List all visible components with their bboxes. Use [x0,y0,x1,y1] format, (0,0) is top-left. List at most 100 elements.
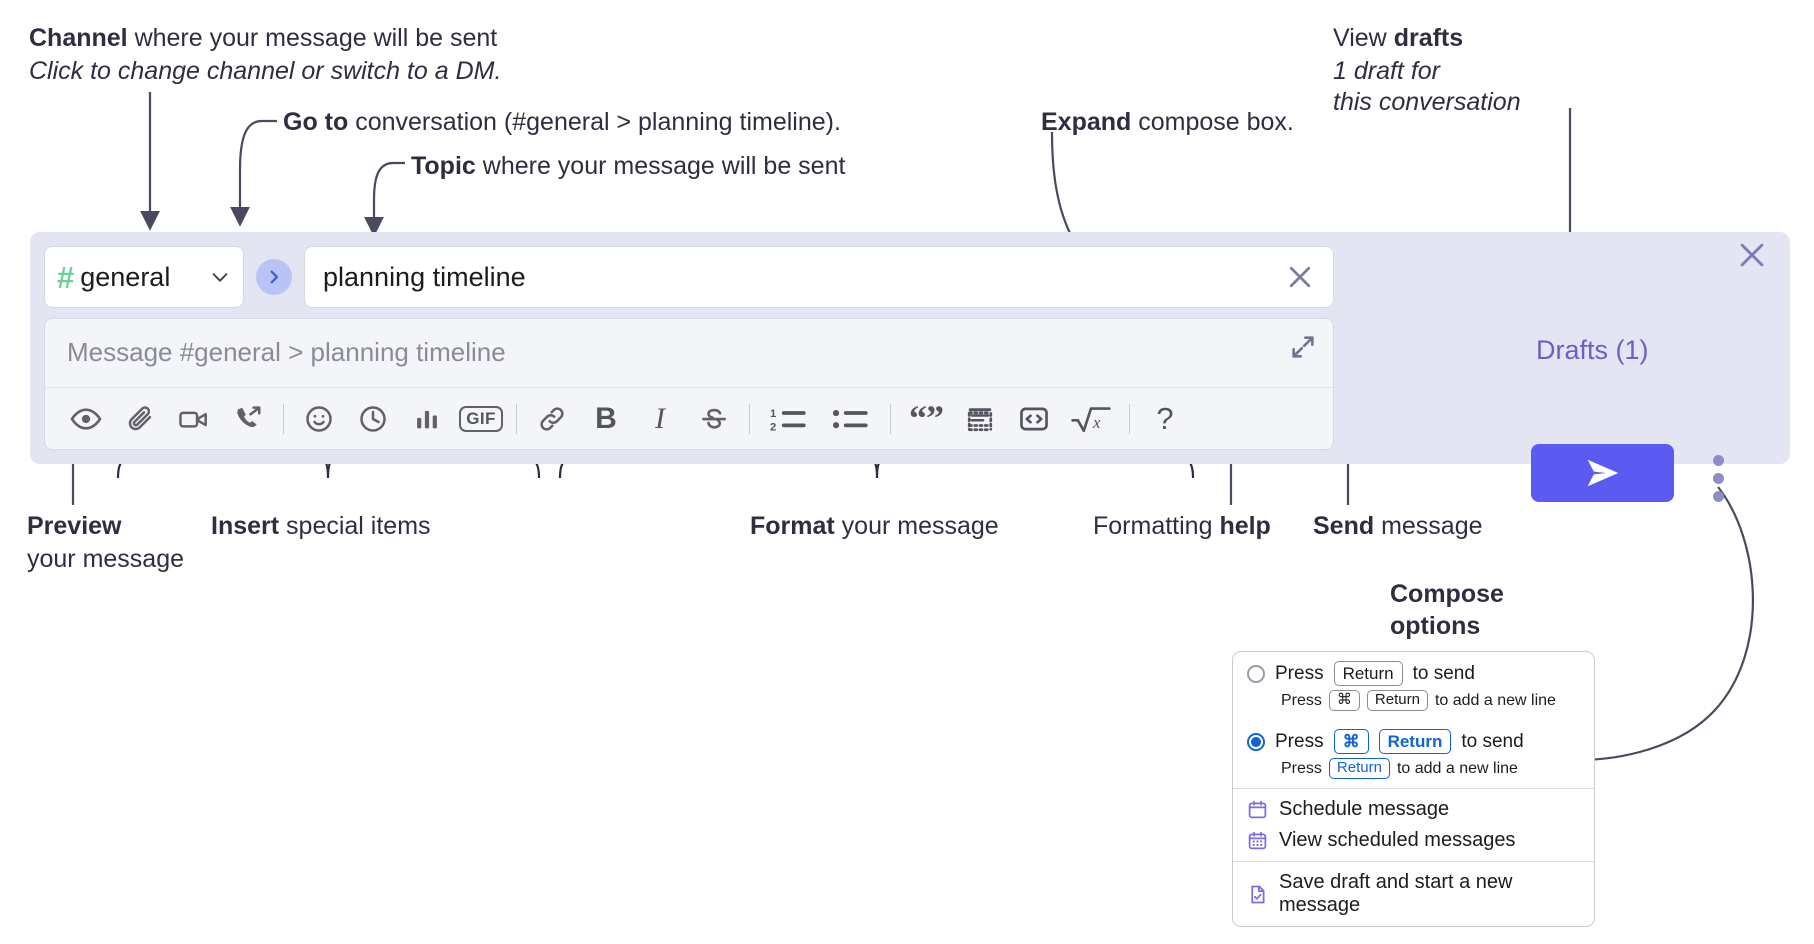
menu-divider [1233,861,1594,862]
code-block-button[interactable] [953,396,1007,442]
option1-sub-tail: to add a new line [1434,691,1556,709]
smiley-icon [304,404,334,434]
annotation-insert: Insert special items [211,510,431,542]
menu-divider [1233,788,1594,789]
menu-item-save-draft[interactable]: Save draft and start a new message [1233,862,1594,926]
link-button[interactable] [525,396,579,442]
bulleted-list-button[interactable] [820,396,882,442]
option2-tail: to send [1461,730,1524,752]
separator-4 [890,403,891,434]
ordered-list-icon: 1 2 [770,404,808,434]
option1-sub-press: Press [1281,691,1322,709]
annotation-compose-options-l1: Compose [1390,580,1504,608]
menu-item-schedule-message[interactable]: Schedule message [1233,789,1594,825]
annotation-channel-italic: Click to change channel or switch to a D… [29,57,502,85]
radio-selected[interactable] [1247,732,1265,751]
key-return: Return [1328,758,1390,779]
option2-sub-press: Press [1281,759,1322,777]
audio-clip-button[interactable] [221,396,275,442]
annotation-drafts-bold: drafts [1393,24,1464,52]
send-option-return-hint: Press ⌘ Return to add a new line [1233,688,1594,720]
radio-unselected[interactable] [1247,664,1265,683]
annotation-preview: Preview [27,510,122,542]
blockquote-button[interactable]: “” [899,396,953,442]
gif-button[interactable]: GIF [454,396,508,442]
svg-text:2: 2 [770,421,776,433]
menu-item-label: Schedule message [1279,798,1450,820]
separator-5 [1129,403,1130,434]
italic-icon: I [655,401,665,435]
annotation-compose-options: Compose [1390,578,1504,610]
annotation-drafts-line3: this conversation [1333,88,1521,116]
bulleted-list-icon [832,404,870,434]
compose-options-button[interactable] [1713,455,1724,502]
drafts-link[interactable]: Drafts (1) [1536,335,1649,365]
kebab-dot [1713,455,1724,466]
annotation-compose-options-l2: options [1390,610,1480,642]
close-compose-button[interactable] [1735,238,1769,272]
close-icon[interactable] [1281,258,1319,296]
key-command: ⌘ [1333,729,1369,755]
annotation-channel-sub: Click to change channel or switch to a D… [29,55,501,87]
bold-button[interactable]: B [579,396,633,442]
calendar-grid-icon [1247,830,1268,851]
strikethrough-icon [699,404,729,434]
separator-2 [516,403,517,434]
send-icon [1580,456,1626,490]
menu-item-label: View scheduled messages [1279,829,1516,851]
separator-1 [283,403,284,434]
quote-icon: “” [909,397,944,438]
video-clip-button[interactable] [167,396,221,442]
annotation-drafts-line2: 1 draft for [1333,57,1440,85]
option1-tail: to send [1412,662,1475,684]
annotation-help-bold: help [1219,512,1271,540]
annotation-topic-bold: Topic [411,152,476,180]
topic-field[interactable]: planning timeline [304,246,1334,308]
option2-sub-tail: to add a new line [1396,759,1518,777]
annotation-channel-rest: where your message will be sent [127,24,498,52]
menu-item-view-scheduled[interactable]: View scheduled messages [1233,825,1594,861]
expand-icon[interactable] [1289,333,1317,361]
poll-button[interactable] [400,396,454,442]
math-button[interactable]: x [1061,396,1121,442]
bold-icon: B [595,401,617,435]
paperclip-icon [125,404,155,434]
italic-button[interactable]: I [633,396,687,442]
annotation-channel: Channel where your message will be sent [29,22,497,54]
calendar-icon [1247,799,1268,820]
key-command: ⌘ [1328,690,1360,711]
ordered-list-button[interactable]: 1 2 [758,396,820,442]
option1-press: Press [1275,662,1324,684]
preview-button[interactable] [59,396,113,442]
annotation-format: Format your message [750,510,999,542]
compose-inner: # general planning timeline Message #gen… [44,246,1334,450]
math-sqrt-icon: x [1070,403,1112,435]
emoji-button[interactable] [292,396,346,442]
annotation-drafts-plain: View [1333,24,1394,52]
annotation-insert-rest: special items [279,512,431,540]
strikethrough-button[interactable] [687,396,741,442]
message-input-box[interactable]: Message #general > planning timeline [44,318,1334,450]
reminder-button[interactable] [346,396,400,442]
send-option-cmd-return[interactable]: Press ⌘ Return to send [1233,720,1594,756]
chevron-down-icon [209,266,231,288]
annotation-preview-bold: Preview [27,512,122,540]
code-button[interactable] [1007,396,1061,442]
annotation-goto-bold: Go to [283,108,349,136]
annotation-topic-rest: where your message will be sent [475,152,846,180]
send-button[interactable] [1531,444,1674,502]
attach-button[interactable] [113,396,167,442]
question-icon: ? [1156,400,1174,436]
goto-conversation-button[interactable] [256,259,292,295]
formatting-help-button[interactable]: ? [1138,396,1192,442]
svg-text:1: 1 [770,408,776,420]
send-option-return[interactable]: Press Return to send [1233,652,1594,688]
annotation-help: Formatting help [1093,510,1271,542]
eye-icon [70,403,102,435]
kebab-dot [1713,491,1724,502]
annotation-goto: Go to conversation (#general > planning … [283,106,841,138]
send-option-cmd-return-hint: Press Return to add a new line [1233,756,1594,788]
channel-select[interactable]: # general [44,246,244,308]
topic-value: planning timeline [323,261,526,292]
annotation-compose-options-bold2: options [1390,612,1481,640]
